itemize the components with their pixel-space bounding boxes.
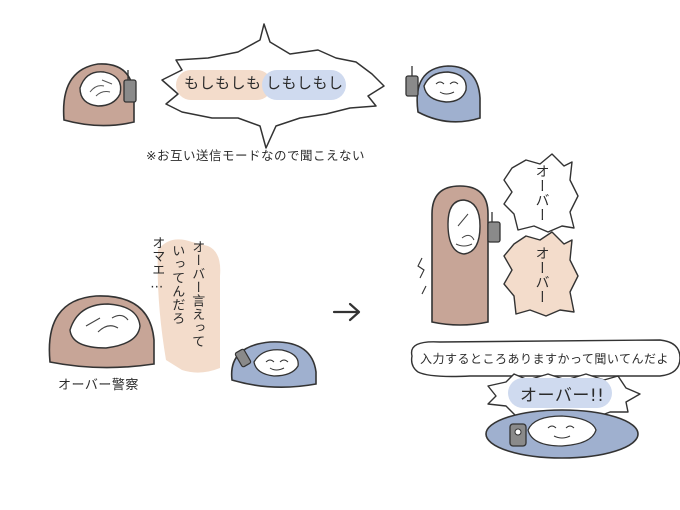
- speech-highlight-left: [157, 239, 221, 373]
- shout-bubble-top: [161, 23, 385, 149]
- question-text: 入力するところありますかって聞いてんだよ: [420, 352, 670, 366]
- panel-left: [48, 239, 361, 388]
- blue-character-right: [485, 409, 639, 459]
- blue-character-top: [405, 65, 481, 123]
- shout-text-right: しもしもし: [266, 74, 344, 92]
- speech-line-3: オマエ…: [149, 236, 165, 292]
- walkie-talkie-icon: [123, 79, 137, 103]
- shout-highlight-right: [262, 70, 346, 100]
- walkie-talkie-icon-2: [405, 75, 419, 97]
- question-bubble: [410, 339, 680, 378]
- shout-lower-text: オーバー: [533, 246, 550, 304]
- over-shout-highlight: [508, 378, 612, 408]
- brown-character-right: [417, 185, 501, 326]
- note-text: ※お互い送信モードなので聞こえない: [146, 148, 365, 163]
- speech-line-2: いってんだろ: [169, 244, 185, 325]
- brown-character-top: [62, 63, 137, 127]
- brown-character-left: [48, 295, 155, 369]
- shout-bubble-upper: [503, 153, 579, 233]
- over-shout-text: オーバー!!: [520, 386, 605, 406]
- blue-character-left: [230, 341, 317, 388]
- shout-upper-text: オーバー: [533, 164, 550, 222]
- walkie-talkie-icon-3: [234, 348, 252, 368]
- shout-text-left: もしもしも: [184, 74, 262, 92]
- caption-text: オーバー警察: [58, 378, 139, 393]
- panel-right: [410, 153, 680, 459]
- walkie-talkie-icon-4: [487, 221, 501, 243]
- shout-bubble-lower: [503, 231, 579, 317]
- speech-line-1: オーバー言えって: [189, 240, 205, 348]
- shout-highlight-left: [176, 70, 272, 100]
- arrow-icon: [332, 302, 361, 322]
- panel-top: [62, 23, 481, 149]
